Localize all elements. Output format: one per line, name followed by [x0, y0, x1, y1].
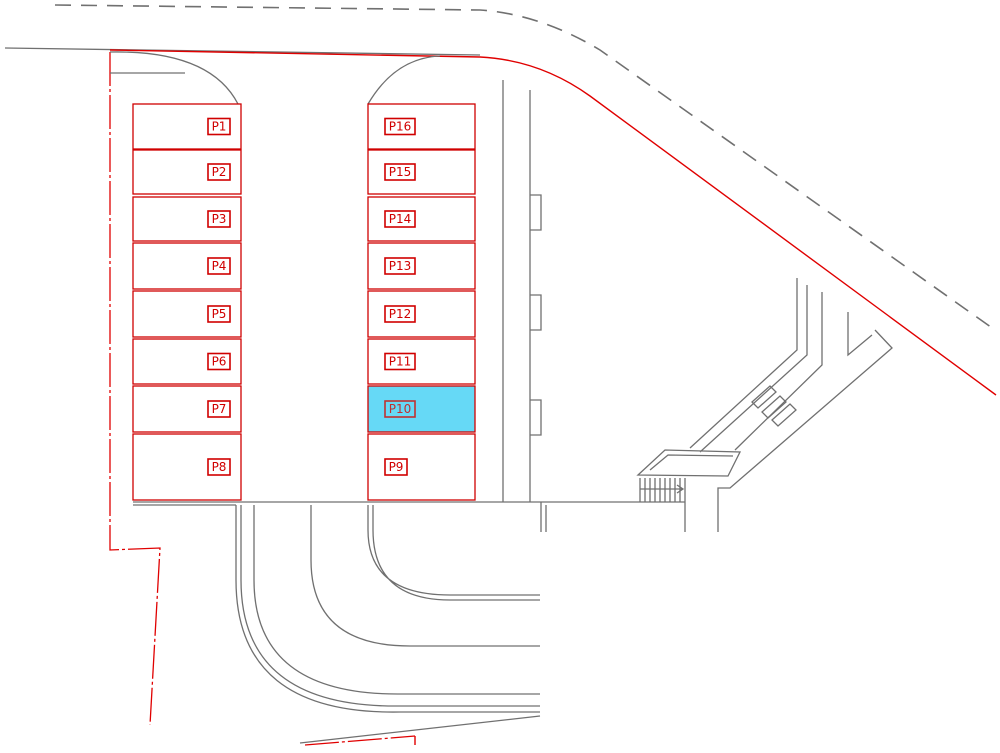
slot-label: P8: [212, 460, 227, 474]
parking-slot-outline: [367, 290, 476, 338]
parking-slot-outline: [367, 338, 476, 385]
base-line-ticks: [540, 502, 547, 532]
slot-label-box: [384, 210, 416, 228]
slot-label: P10: [389, 402, 412, 416]
parking-slot-p5[interactable]: P5: [132, 290, 242, 338]
parking-slot-p7[interactable]: P7: [132, 385, 242, 433]
parking-slot-outline: [132, 290, 242, 338]
parking-slot-outline: [367, 242, 476, 290]
right-column-cap: [367, 55, 441, 105]
outer-ramp-curve-2: [240, 505, 540, 707]
slot-label-box: [207, 400, 231, 418]
parking-slot-outline: [132, 196, 242, 242]
slot-label: P1: [212, 120, 227, 134]
ramp-bottom-slant: [299, 715, 541, 744]
property-boundary-dashed: [109, 52, 161, 726]
parking-slot-p3[interactable]: P3: [132, 196, 242, 242]
stair-landing-inner: [649, 454, 734, 471]
slot-label: P7: [212, 402, 227, 416]
slot-label: P2: [212, 165, 227, 179]
slot-label: P6: [212, 355, 227, 369]
parking-slot-p10[interactable]: P10: [367, 385, 476, 433]
slot-label-box: [384, 352, 416, 371]
top-boundary-line: [4, 47, 481, 56]
slot-label-box: [384, 305, 416, 323]
stair-arrow: [640, 484, 685, 494]
slot-label-box: [207, 352, 231, 371]
parking-slot-outline: [132, 149, 242, 195]
slot-label-box: [207, 257, 231, 275]
parking-slot-outline: [132, 338, 242, 385]
slot-label: P15: [389, 165, 412, 179]
parking-slot-outline: [132, 242, 242, 290]
slot-label: P16: [389, 120, 412, 134]
slot-label: P3: [212, 212, 227, 226]
slot-label-box: [384, 257, 416, 275]
parking-slot-p13[interactable]: P13: [367, 242, 476, 290]
parking-slot-outline: [132, 103, 242, 150]
bottom-boundary: [304, 735, 416, 746]
parking-slot-outline: [367, 433, 476, 501]
slot-label-box: [207, 163, 231, 181]
parking-slot-outline: [367, 149, 476, 195]
slot-label: P12: [389, 307, 412, 321]
slot-label-box: [207, 117, 231, 136]
driveway-lines: [502, 80, 531, 502]
inner-lane-curve: [367, 505, 540, 601]
slot-label: P11: [389, 355, 412, 369]
parking-slot-p15[interactable]: P15: [367, 149, 476, 195]
parking-slot-outline: [132, 433, 242, 501]
ramp-railing: [751, 385, 797, 427]
slot-label: P4: [212, 259, 227, 273]
road-edge-dashed: [54, 4, 996, 331]
slot-label-box: [384, 400, 416, 418]
parking-slot-p4[interactable]: P4: [132, 242, 242, 290]
outer-ramp-curve: [235, 505, 540, 713]
stair-treads: [639, 478, 686, 502]
parking-slot-p1[interactable]: P1: [132, 103, 242, 150]
parking-slot-outline: [367, 103, 476, 150]
slot-label-box: [207, 210, 231, 228]
stair-structure: [636, 278, 893, 532]
slot-label: P13: [389, 259, 412, 273]
wall-tab-3: [530, 399, 542, 436]
parking-slot-p14[interactable]: P14: [367, 196, 476, 242]
parking-base-line: [133, 501, 685, 506]
slot-label-box: [384, 163, 416, 181]
parking-slot-p16[interactable]: P16: [367, 103, 476, 150]
slot-label-box: [207, 458, 231, 476]
outer-ramp-curve-3: [253, 505, 540, 695]
parking-slot-outline: [132, 385, 242, 433]
parking-slot-outline: [367, 385, 476, 433]
wall-tab-2: [530, 294, 542, 331]
parking-slot-outline: [367, 196, 476, 242]
wall-tab-1: [530, 194, 542, 231]
parking-slot-p6[interactable]: P6: [132, 338, 242, 385]
slot-label: P9: [389, 460, 404, 474]
slot-label-box: [384, 117, 416, 136]
slot-label: P14: [389, 212, 412, 226]
parking-slot-p8[interactable]: P8: [132, 433, 242, 501]
slot-label-box: [384, 458, 408, 476]
middle-lane-curve: [310, 505, 540, 647]
parking-slot-p12[interactable]: P12: [367, 290, 476, 338]
property-boundary: [109, 49, 997, 396]
parking-slot-p9[interactable]: P9: [367, 433, 476, 501]
parking-slot-p11[interactable]: P11: [367, 338, 476, 385]
left-column-cap: [109, 51, 239, 105]
slot-label-box: [207, 305, 231, 323]
parking-slot-p2[interactable]: P2: [132, 149, 242, 195]
slot-label: P5: [212, 307, 227, 321]
